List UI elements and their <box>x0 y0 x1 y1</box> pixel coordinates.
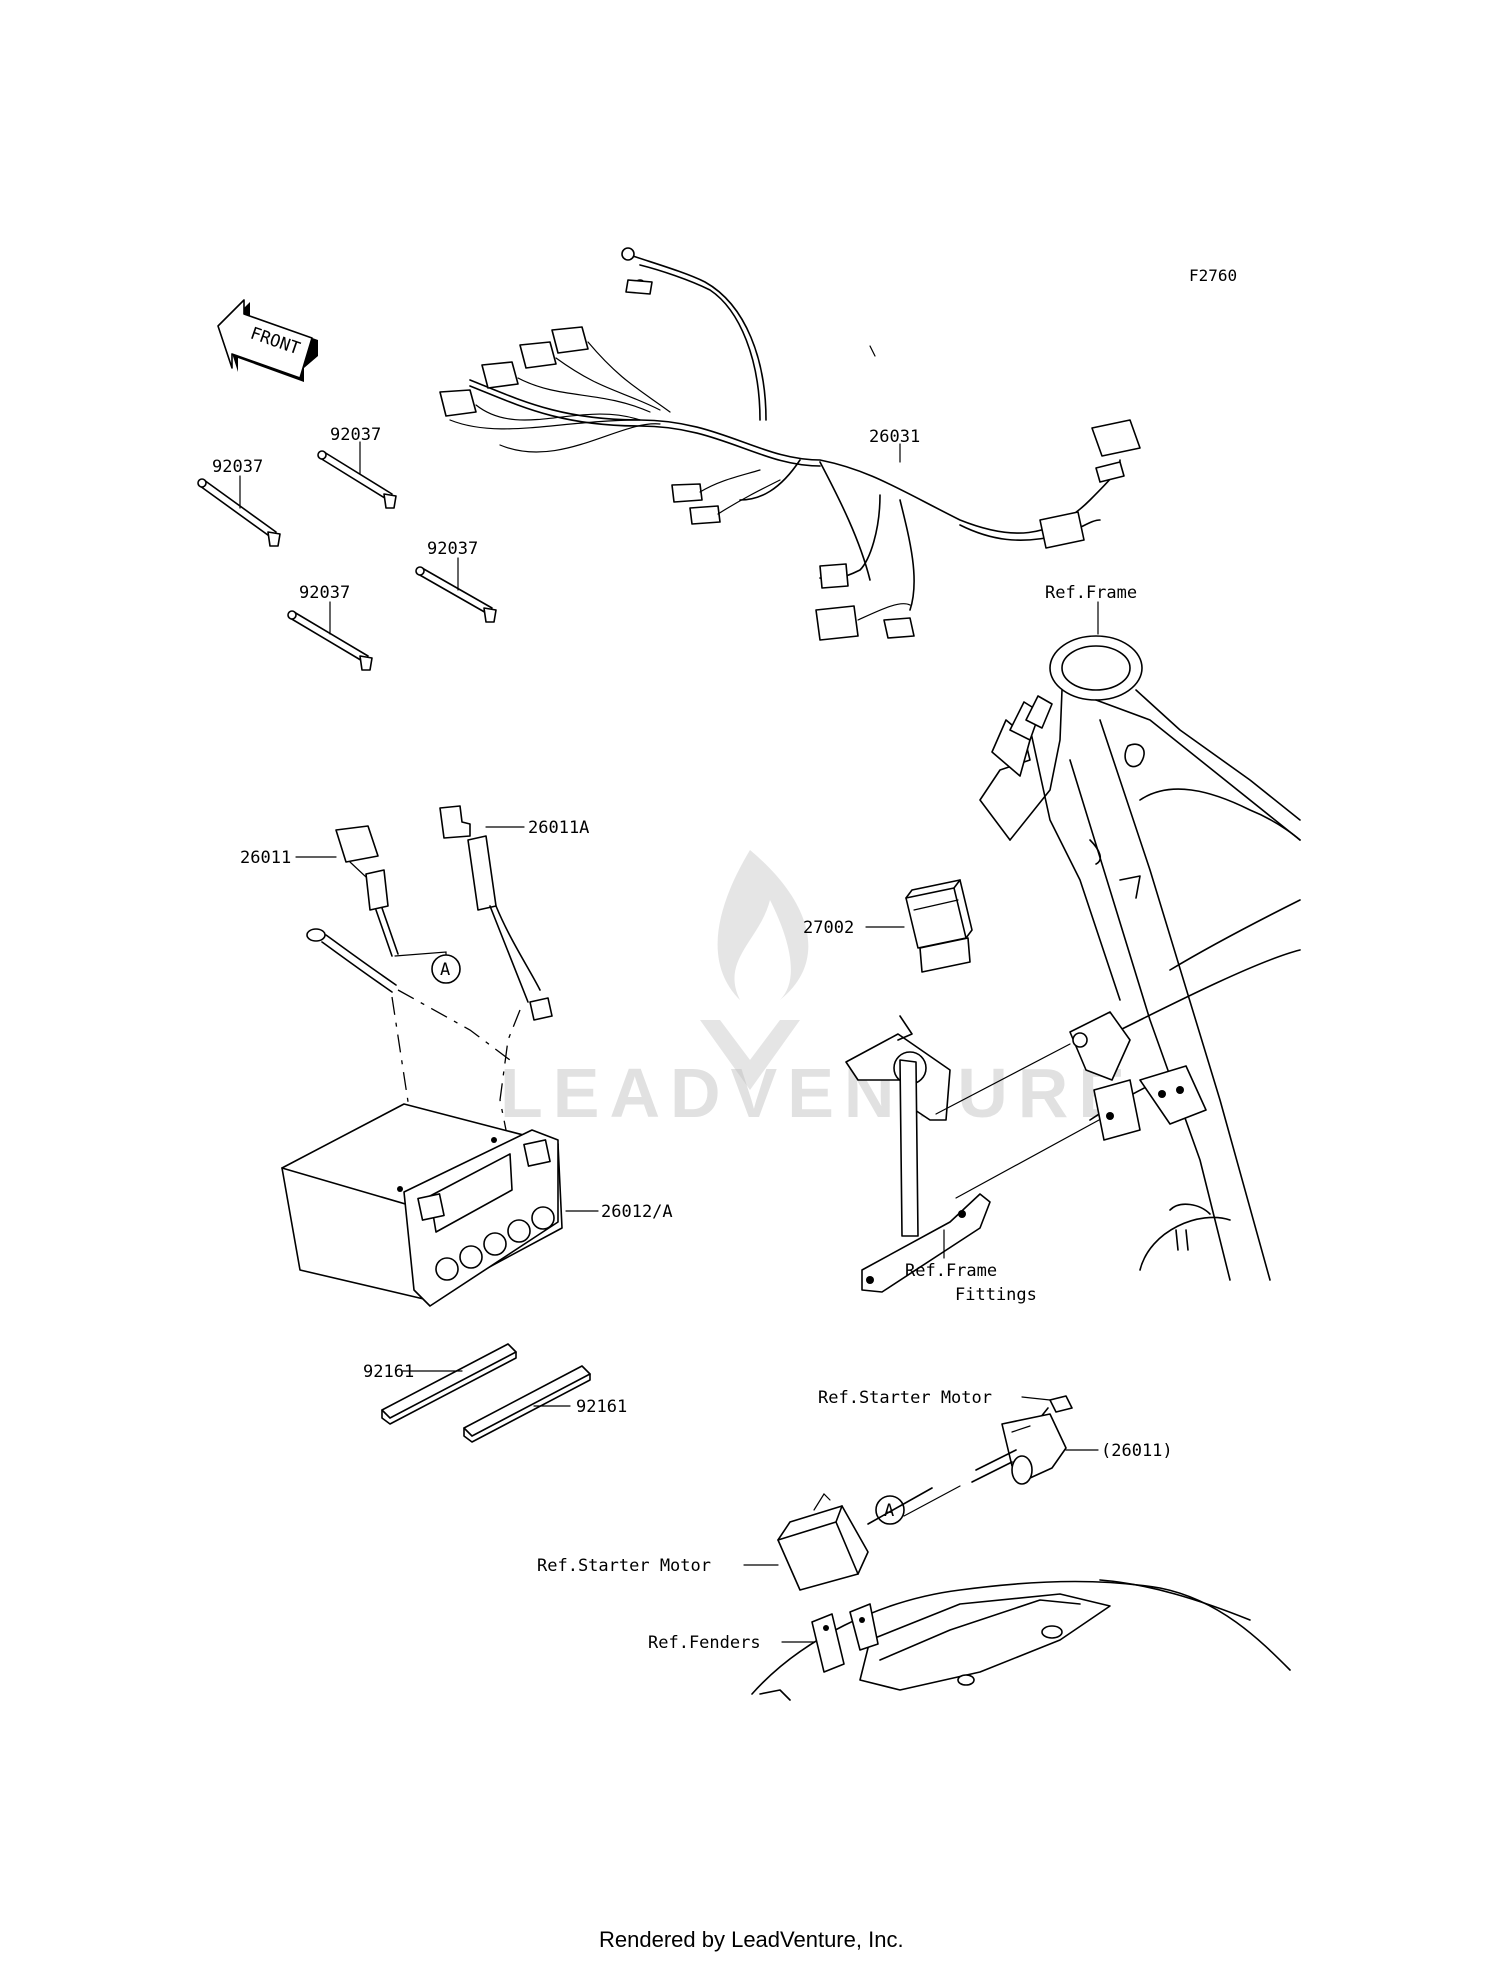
strap-92037-d <box>287 610 373 671</box>
front-arrow-icon: FRONT <box>217 299 318 382</box>
battery-26012a <box>281 1103 563 1307</box>
callout-a-bottom-label: A <box>884 1501 894 1521</box>
starter-motor-box <box>777 1487 933 1591</box>
watermark: LEADVENTURE <box>500 850 1135 1132</box>
assembly-line-2 <box>499 1009 521 1153</box>
watermark-text: LEADVENTURE <box>500 1054 1135 1132</box>
strap-92037-a <box>197 478 281 547</box>
callout-a-top-label: A <box>440 960 450 980</box>
pad-92161-a <box>381 1343 517 1425</box>
pad-92161-b <box>463 1365 591 1443</box>
wire-harness-26031 <box>439 247 1141 641</box>
ref-frame-fittings-2: Fittings <box>955 1285 1037 1305</box>
ref-frame-fittings-1: Ref.Frame <box>905 1261 997 1281</box>
ref-frame: Ref.Frame <box>1045 583 1137 603</box>
strap-92037-c <box>415 566 497 623</box>
starter-relay-26011 <box>971 1413 1067 1485</box>
callout-a-top: A <box>431 954 461 984</box>
part-26011a: 26011A <box>528 818 589 838</box>
callout-a-bottom: A <box>875 1485 961 1525</box>
footer-credit: Rendered by LeadVenture, Inc. <box>599 1927 904 1952</box>
assembly-line-1 <box>397 989 511 1061</box>
part-92037-d: 92037 <box>299 583 350 603</box>
part-26011: 26011 <box>240 848 291 868</box>
part-26012a: 26012/A <box>601 1202 673 1222</box>
part-92161-b: 92161 <box>576 1397 627 1417</box>
ref-starter-motor-2: Ref.Starter Motor <box>537 1556 711 1576</box>
part-92037-c: 92037 <box>427 539 478 559</box>
ref-starter-motor-1: Ref.Starter Motor <box>818 1388 992 1408</box>
watermark-logo-icon <box>700 850 809 1090</box>
figure-code: F2760 <box>1189 266 1237 285</box>
part-92037-b: 92037 <box>330 425 381 445</box>
part-27002: 27002 <box>803 918 854 938</box>
fender-ref <box>751 1579 1291 1701</box>
leader-starter-motor-1 <box>1021 1396 1051 1401</box>
ref-fenders: Ref.Fenders <box>648 1633 761 1653</box>
frame-ref <box>979 635 1301 1281</box>
part-26011-ref: (26011) <box>1101 1441 1173 1461</box>
part-26031: 26031 <box>869 427 920 447</box>
frame-fittings-bracket <box>845 1015 1111 1293</box>
part-92037-a: 92037 <box>212 457 263 477</box>
part-92161-a: 92161 <box>363 1362 414 1382</box>
cable-26011 <box>306 825 447 993</box>
cable-26011a <box>439 805 553 1021</box>
relay-27002 <box>905 879 973 973</box>
strap-92037-b <box>317 450 397 509</box>
